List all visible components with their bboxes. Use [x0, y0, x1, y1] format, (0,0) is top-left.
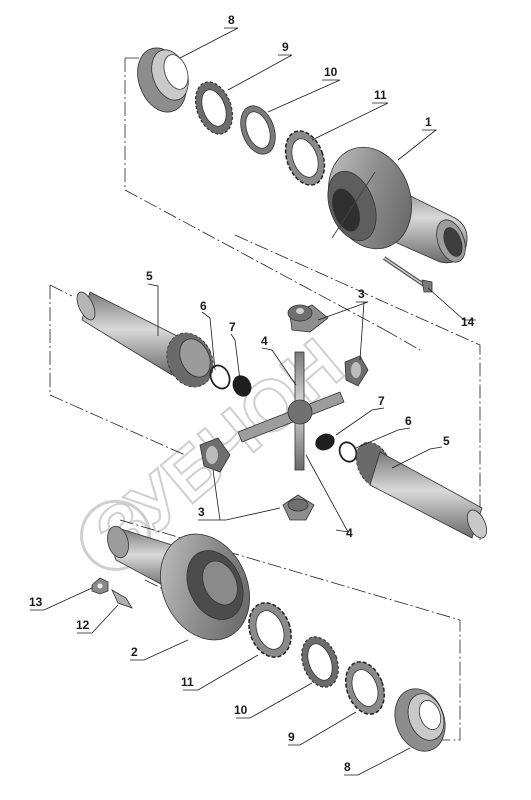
- part-5-right-axle-gear: [355, 441, 488, 539]
- part-13-nut: [91, 577, 109, 595]
- part-3-top-satellite-gear: [287, 304, 329, 333]
- part-3-right-satellite-gear: [344, 355, 369, 387]
- label-14: 14: [461, 315, 475, 329]
- label-6-right: 6: [405, 414, 412, 428]
- label-4-bottom: 4: [346, 526, 353, 540]
- part-11-top-friction-disc: [284, 130, 326, 186]
- assembly-outline-lines: [49, 57, 481, 741]
- part-3-left-satellite-gear: [199, 437, 231, 473]
- label-1: 1: [425, 115, 432, 129]
- label-4-top: 4: [261, 334, 268, 348]
- leader-lines: [30, 27, 476, 776]
- part-5-left-axle-gear: [76, 291, 214, 388]
- label-2: 2: [131, 645, 138, 659]
- part-3-bottom-satellite-gear: [282, 494, 315, 521]
- part-14-bolt: [382, 256, 433, 293]
- callout-labels: 8 9 10 11 1 5 3 6 7 4 14 7 6 5 3 4 13 12…: [29, 13, 475, 774]
- part-2-housing: [107, 525, 251, 641]
- label-3-bottom: 3: [198, 505, 205, 519]
- label-7-right: 7: [378, 394, 385, 408]
- label-11-bottom: 11: [181, 675, 194, 689]
- label-5-left: 5: [146, 269, 153, 283]
- label-10-top: 10: [324, 65, 338, 79]
- part-6-right-ring: [338, 441, 358, 463]
- part-10-top-washer: [240, 105, 276, 155]
- part-12-lock-plate: [111, 589, 133, 609]
- label-11-top: 11: [374, 88, 387, 102]
- label-7-left: 7: [229, 320, 236, 334]
- part-11-bottom-friction-disc: [248, 602, 292, 658]
- label-6-left: 6: [200, 299, 207, 313]
- part-8-bottom-bearing-cup: [394, 688, 446, 752]
- part-4-cross-spider: [237, 351, 345, 471]
- label-3-top: 3: [358, 287, 365, 301]
- label-9-top: 9: [282, 40, 289, 54]
- label-8-bottom: 8: [344, 760, 351, 774]
- part-1-housing: [327, 146, 468, 264]
- part-9-bottom-washer: [344, 661, 386, 715]
- label-10-bottom: 10: [234, 703, 248, 717]
- part-7-left-washer: [232, 375, 252, 397]
- part-7-right-washer: [315, 433, 335, 451]
- label-13: 13: [29, 595, 43, 609]
- part-10-bottom-washer: [301, 636, 339, 688]
- label-8-top: 8: [228, 13, 235, 27]
- part-9-top-washer: [194, 81, 234, 135]
- part-8-top-bearing-cup: [137, 47, 189, 113]
- label-12: 12: [76, 618, 90, 632]
- label-5-right: 5: [443, 434, 450, 448]
- label-9-bottom: 9: [288, 730, 295, 744]
